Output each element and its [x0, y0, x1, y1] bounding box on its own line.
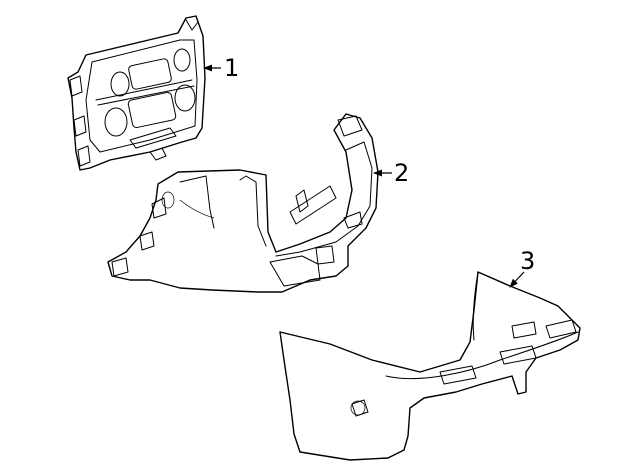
callout-1-label: 1 — [224, 54, 239, 82]
part-2-console-trim — [107, 113, 379, 293]
callout-3-label: 3 — [520, 247, 535, 275]
part-1-bezel — [67, 15, 206, 171]
callout-3-leader — [509, 271, 525, 288]
callout-2-label: 2 — [394, 159, 409, 187]
part-3-side-panel — [279, 271, 581, 461]
